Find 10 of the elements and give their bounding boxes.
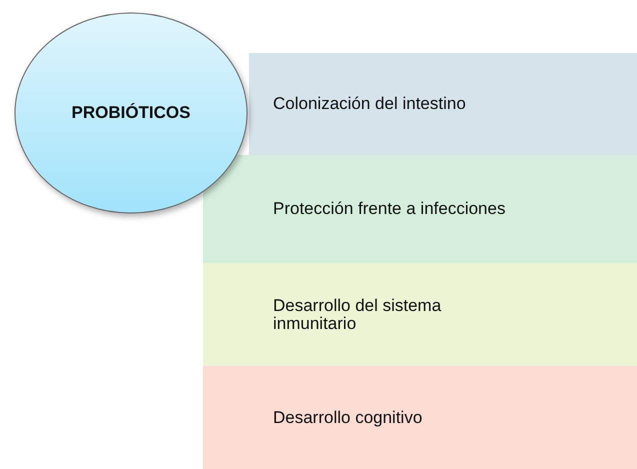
band-box	[203, 366, 637, 469]
node-label: Desarrollo cognitivo	[273, 408, 422, 426]
ellipse-node	[14, 12, 248, 214]
node-label: Desarrollo del sistema inmunitario	[273, 296, 442, 332]
band-box	[203, 155, 637, 263]
node-label: Protección frente a infecciones	[273, 200, 506, 218]
band-box	[249, 53, 637, 155]
node-title: PROBIÓTICOS	[71, 103, 190, 123]
band-box	[203, 263, 637, 366]
node-label: Colonización del intestino	[273, 95, 466, 113]
